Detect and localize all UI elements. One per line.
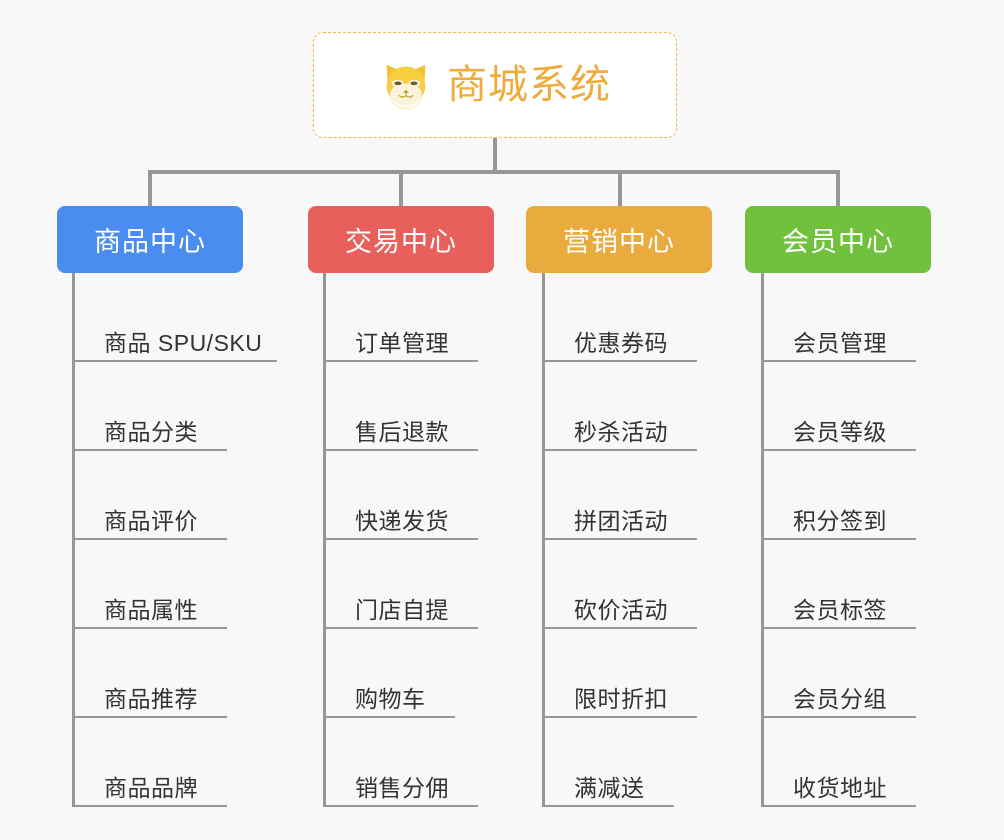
leaf-label: 购物车 [355, 685, 426, 712]
branch-trunk-line [72, 273, 75, 807]
branch-column-marketing: 优惠券码 秒杀活动 拼团活动 砍价活动 限时折扣 满减送 [542, 273, 702, 807]
branch-header-label: 交易中心 [345, 227, 457, 257]
leaf-item[interactable]: 门店自提 [323, 540, 478, 629]
leaf-label: 会员分组 [793, 685, 887, 712]
branch-header-product[interactable]: 商品中心 [57, 206, 243, 273]
branch-column-member: 会员管理 会员等级 积分签到 会员标签 会员分组 收货地址 [761, 273, 921, 807]
leaf-label: 售后退款 [355, 418, 449, 445]
leaf-label: 订单管理 [355, 329, 449, 356]
leaf-item[interactable]: 积分签到 [761, 451, 916, 540]
leaf-item[interactable]: 砍价活动 [542, 540, 697, 629]
leaf-item[interactable]: 商品品牌 [72, 718, 227, 807]
leaf-label: 快递发货 [355, 507, 449, 534]
leaf-label: 会员等级 [793, 418, 887, 445]
branch-bus-line [148, 170, 840, 174]
leaf-item[interactable]: 快递发货 [323, 451, 478, 540]
leaf-label: 门店自提 [355, 596, 449, 623]
leaf-item[interactable]: 优惠券码 [542, 273, 697, 362]
branch-column-transaction: 订单管理 售后退款 快递发货 门店自提 购物车 销售分佣 [323, 273, 483, 807]
root-node[interactable]: 商城系统 [313, 32, 677, 138]
leaf-item[interactable]: 满减送 [542, 718, 674, 807]
leaf-item[interactable]: 商品分类 [72, 362, 227, 451]
leaf-item[interactable]: 收货地址 [761, 718, 916, 807]
leaf-item[interactable]: 会员管理 [761, 273, 916, 362]
leaf-item[interactable]: 商品属性 [72, 540, 227, 629]
shiba-inu-icon [386, 64, 426, 111]
leaf-label: 优惠券码 [574, 329, 668, 356]
root-title: 商城系统 [447, 63, 611, 107]
leaf-item[interactable]: 会员分组 [761, 629, 916, 718]
leaf-label: 商品分类 [104, 418, 198, 445]
leaf-item[interactable]: 售后退款 [323, 362, 478, 451]
leaf-label: 砍价活动 [574, 596, 668, 623]
leaf-item[interactable]: 商品推荐 [72, 629, 227, 718]
leaf-label: 商品 SPU/SKU [104, 329, 263, 356]
branch-header-transaction[interactable]: 交易中心 [308, 206, 494, 273]
branch-drop-line-1 [148, 170, 152, 208]
leaf-item[interactable]: 商品 SPU/SKU [72, 273, 277, 362]
leaf-label: 商品评价 [104, 507, 198, 534]
leaf-item[interactable]: 秒杀活动 [542, 362, 697, 451]
leaf-label: 积分签到 [793, 507, 887, 534]
branch-trunk-line [323, 273, 326, 807]
branch-trunk-line [761, 273, 764, 807]
leaf-item[interactable]: 拼团活动 [542, 451, 697, 540]
leaf-label: 拼团活动 [574, 507, 668, 534]
leaf-item[interactable]: 会员标签 [761, 540, 916, 629]
leaf-label: 销售分佣 [355, 774, 449, 801]
root-stem-line [493, 138, 497, 174]
leaf-label: 秒杀活动 [574, 418, 668, 445]
leaf-label: 商品属性 [104, 596, 198, 623]
branch-drop-line-2 [399, 170, 403, 208]
leaf-label: 会员标签 [793, 596, 887, 623]
leaf-label: 会员管理 [793, 329, 887, 356]
branch-header-label: 营销中心 [563, 227, 675, 257]
leaf-item[interactable]: 会员等级 [761, 362, 916, 451]
leaf-label: 商品品牌 [104, 774, 198, 801]
branch-header-label: 商品中心 [94, 227, 206, 257]
branch-column-product: 商品 SPU/SKU 商品分类 商品评价 商品属性 商品推荐 商品品牌 [72, 273, 282, 807]
leaf-item[interactable]: 购物车 [323, 629, 455, 718]
branch-drop-line-4 [836, 170, 840, 208]
branch-header-member[interactable]: 会员中心 [745, 206, 931, 273]
leaf-label: 商品推荐 [104, 685, 198, 712]
branch-header-marketing[interactable]: 营销中心 [526, 206, 712, 273]
leaf-label: 收货地址 [793, 774, 887, 801]
leaf-item[interactable]: 限时折扣 [542, 629, 697, 718]
branch-trunk-line [542, 273, 545, 807]
leaf-label: 满减送 [574, 774, 645, 801]
leaf-item[interactable]: 商品评价 [72, 451, 227, 540]
branch-header-label: 会员中心 [782, 227, 894, 257]
leaf-item[interactable]: 订单管理 [323, 273, 478, 362]
leaf-label: 限时折扣 [574, 685, 668, 712]
branch-drop-line-3 [618, 170, 622, 208]
leaf-item[interactable]: 销售分佣 [323, 718, 478, 807]
